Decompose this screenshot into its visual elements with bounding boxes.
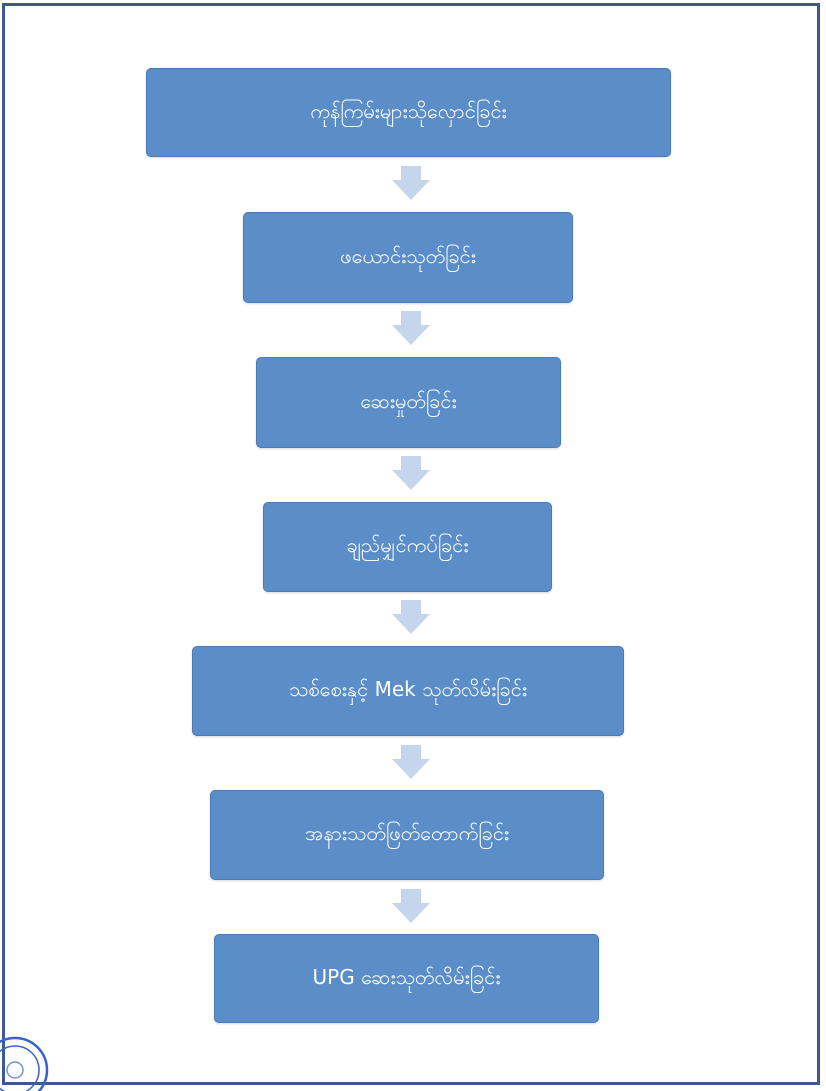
flow-step-7: UPG ဆေးသုတ်လိမ်းခြင်း [214, 934, 599, 1023]
flow-step-3: ဆေးမှုတ်ခြင်း [256, 357, 561, 448]
flow-step-4-label: ချည်မျှင်ကပ်ခြင်း [346, 533, 469, 557]
flow-step-6-label: အနားသတ်ဖြတ်တောက်ခြင်း [305, 821, 509, 845]
flow-step-1: ကုန်ကြမ်းများသိုလှောင်ခြင်း [146, 68, 671, 157]
flow-step-4: ချည်မျှင်ကပ်ခြင်း [263, 502, 552, 592]
flow-step-2: ဖယောင်းသုတ်ခြင်း [243, 212, 573, 303]
down-arrow-icon [392, 889, 430, 923]
flow-step-3-label: ဆေးမှုတ်ခြင်း [360, 388, 457, 413]
flow-step-5-label: သစ်စေးနှင့် Mek သုတ်လိမ်းခြင်း [289, 677, 527, 701]
flow-step-1-label: ကုန်ကြမ်းများသိုလှောင်ခြင်း [310, 98, 507, 123]
down-arrow-icon [392, 600, 430, 634]
down-arrow-icon [392, 311, 430, 345]
flow-step-6: အနားသတ်ဖြတ်တောက်ခြင်း [210, 790, 604, 880]
official-stamp [0, 1036, 49, 1091]
down-arrow-icon [392, 745, 430, 779]
flow-step-5: သစ်စေးနှင့် Mek သုတ်လိမ်းခြင်း [192, 646, 624, 736]
down-arrow-icon [392, 166, 430, 200]
down-arrow-icon [392, 456, 430, 490]
page-border [2, 3, 820, 1085]
flow-step-2-label: ဖယောင်းသုတ်ခြင်း [340, 243, 476, 268]
flow-step-7-label: UPG ဆေးသုတ်လိမ်းခြင်း [312, 964, 501, 989]
